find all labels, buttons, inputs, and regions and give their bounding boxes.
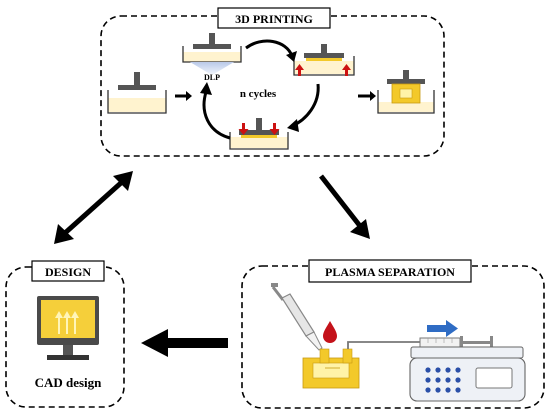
step-arrow-2-head — [370, 91, 376, 101]
tubing — [347, 341, 422, 349]
design-panel: DESIGN CAD design — [5, 260, 125, 408]
plasma-title: PLASMA SEPARATION — [325, 265, 455, 279]
dlp-build-platform-rod — [209, 33, 215, 45]
printing-panel: 3D PRINTING DLP — [100, 7, 445, 157]
cycle-arrow-left — [202, 91, 231, 140]
lift-build-platform — [304, 53, 344, 58]
build-platform-rod — [134, 72, 140, 86]
plasma-title-box — [308, 259, 472, 283]
vat-stage-initial — [107, 72, 167, 114]
separation-chip-icon — [302, 348, 360, 389]
dlp-vat-resin — [183, 52, 241, 62]
printing-title-box — [217, 7, 331, 29]
vat-stage-lift — [293, 44, 355, 76]
vat-stage-dlp: DLP — [182, 33, 242, 82]
cycle-arrow-right — [291, 83, 320, 128]
design-title-box — [31, 260, 105, 282]
down-arrow-icon — [238, 123, 280, 135]
cad-design-caption: CAD design — [35, 375, 103, 390]
lower-vat-walls — [229, 132, 289, 150]
lift-build-platform-rod — [321, 44, 327, 54]
lower-printed-layer — [241, 135, 277, 138]
build-platform — [118, 85, 156, 90]
syringe-pump-icon — [409, 346, 526, 402]
vat-resin — [108, 98, 166, 112]
cycle-arrow-top — [245, 39, 294, 57]
lower-build-platform-rod — [256, 118, 262, 131]
lift-vat-resin — [294, 61, 354, 74]
dlp-light-beam — [190, 62, 234, 74]
arrow-design-to-printing — [54, 171, 133, 244]
final-build-platform-rod — [403, 70, 409, 80]
vat-stage-final — [377, 70, 435, 114]
cycle-arrow-left-head — [200, 82, 212, 95]
lower-build-platform — [239, 130, 279, 135]
arrow-plasma-to-design — [141, 329, 228, 357]
printed-chip-icon — [391, 83, 421, 104]
dlp-build-platform — [193, 44, 231, 49]
final-build-platform — [387, 79, 425, 84]
cycle-arrow-right-head — [287, 119, 299, 132]
pipette-icon — [271, 283, 323, 351]
design-title: DESIGN — [45, 265, 91, 279]
dlp-label: DLP — [204, 73, 220, 82]
plasma-panel: PLASMA SEPARATION — [241, 259, 545, 409]
vat-walls — [107, 90, 167, 114]
step-arrow-1-head — [186, 91, 192, 101]
cycles-label: n cycles — [240, 88, 277, 100]
lower-vat-resin — [230, 137, 288, 148]
printing-title: 3D PRINTING — [235, 12, 313, 26]
lift-vat-walls — [293, 56, 355, 76]
arrow-printing-to-plasma — [319, 174, 370, 239]
final-vat-resin — [378, 102, 434, 112]
lift-printed-layer — [306, 58, 342, 61]
final-vat-walls — [377, 90, 435, 114]
monitor-icon — [37, 296, 99, 360]
up-arrow-icon — [295, 64, 351, 76]
flow-direction-arrow-icon — [427, 320, 458, 337]
blood-drop-icon — [323, 321, 337, 343]
vat-stage-lower — [229, 118, 289, 150]
cycle-arrow-top-head — [286, 51, 297, 62]
